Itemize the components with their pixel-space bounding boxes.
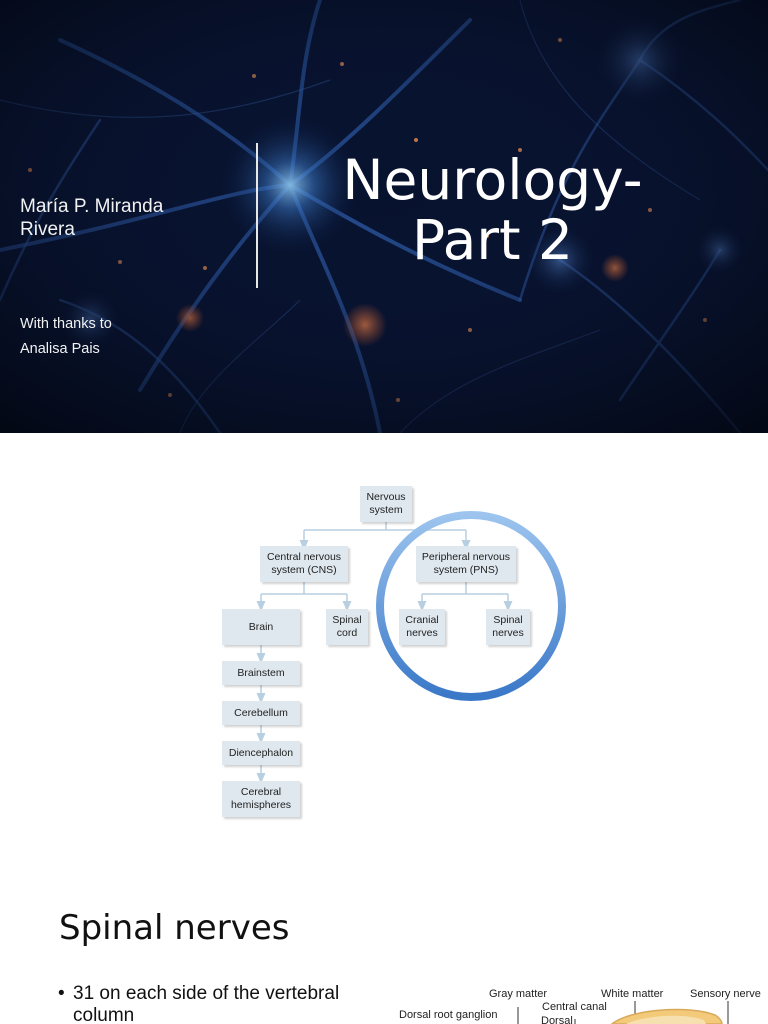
node-cranial-nerves: Cranial nerves [399,609,445,645]
spinal-nerves-title: Spinal nerves [59,908,290,948]
nervous-system-diagram-slide: Nervous system Central nervous system (C… [0,433,768,873]
diagram-connectors [256,511,566,784]
author-name: María P. Miranda Rivera [20,196,164,240]
label-white-matter: White matter [601,988,664,1000]
node-cerebellum: Cerebellum [222,701,300,725]
acknowledgement: With thanks to Analisa Pais [20,312,220,362]
node-central-nervous-system: Central nervous system (CNS) [260,546,348,582]
node-diencephalon: Diencephalon [222,741,300,765]
label-central-canal: Central canal [542,1001,607,1013]
label-sensory-nerve: Sensory nerve [690,988,761,1000]
title-slide: María P. Miranda Rivera With thanks to A… [0,0,768,433]
pns-highlight-circle [376,511,566,701]
node-peripheral-nervous-system: Peripheral nervous system (PNS) [416,546,516,582]
bullet-text: 31 on each side of the vertebral column [73,983,340,1024]
title-divider [256,143,258,288]
neuron-background-image [0,0,768,433]
node-nervous-system: Nervous system [360,486,412,522]
spinal-nerves-slide: Spinal nerves • 31 on each side of the v… [0,873,768,1024]
acknowledgement-line-2: Analisa Pais [20,341,100,357]
acknowledgement-line-1: With thanks to [20,316,112,332]
label-dorsal: Dorsal [541,1015,573,1024]
node-cerebral-hemispheres: Cerebral hemispheres [222,781,300,817]
slide-title-line-1: Neurology- [342,148,643,212]
label-gray-matter: Gray matter [489,988,548,1000]
spinal-cord-cross-section-image [517,1001,729,1024]
bullet-item: • 31 on each side of the vertebral colum… [58,983,378,1024]
bullet-mark: • [58,983,65,1004]
node-brain: Brain [222,609,300,645]
label-dorsal-root-ganglion: Dorsal root ganglion [399,1009,498,1021]
node-brainstem: Brainstem [222,661,300,685]
slide-title: Neurology- Part 2 [300,150,685,270]
node-spinal-cord: Spinal cord [326,609,368,645]
slide-title-line-2: Part 2 [411,208,574,272]
node-spinal-nerves: Spinal nerves [486,609,530,645]
